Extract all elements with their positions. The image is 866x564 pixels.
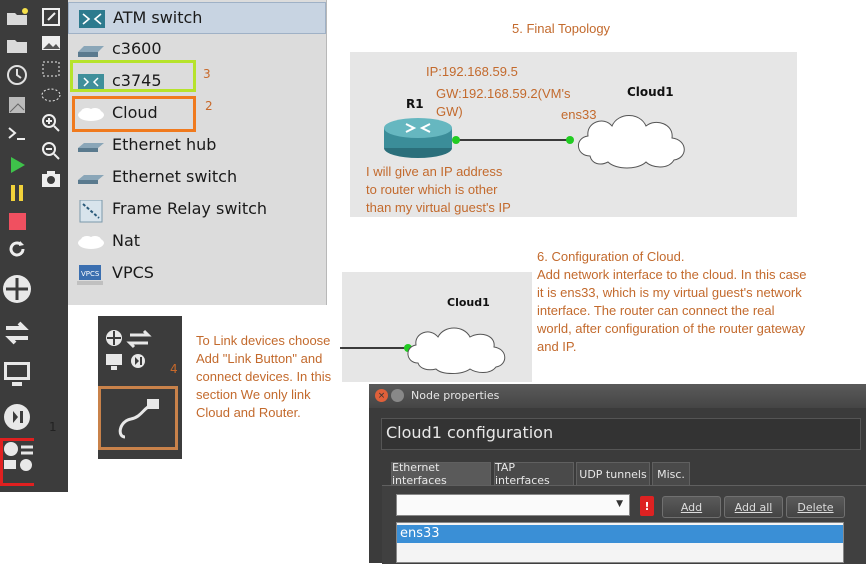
step-4-label: 4 xyxy=(170,362,178,376)
router-gw-label: GW:192.168.59.2(VM's GW) xyxy=(436,86,571,119)
link-tool-panel: 4 xyxy=(98,316,182,459)
add-all-button[interactable]: Add all xyxy=(724,496,783,518)
draw-ellipse-icon[interactable] xyxy=(38,82,64,108)
device-item-ethernet-hub[interactable]: Ethernet hub xyxy=(68,130,326,162)
device-item-ethernet-switch[interactable]: Ethernet switch xyxy=(68,162,326,194)
cloud-name: Cloud1 xyxy=(627,85,674,99)
ethernet-switch-icon xyxy=(76,168,106,188)
device-label: ATM switch xyxy=(113,8,203,27)
router-icon xyxy=(76,72,106,92)
device-item-vpcs[interactable]: VPCS VPCS xyxy=(68,258,326,290)
clock-icon[interactable] xyxy=(4,62,30,88)
cloud-icon xyxy=(578,115,685,169)
end-devices-icon[interactable] xyxy=(2,360,32,386)
console-icon[interactable] xyxy=(4,120,30,146)
router-ip-label: IP:192.168.59.5 xyxy=(426,64,518,79)
interface-list: ens33 xyxy=(396,522,844,563)
cloud-icon xyxy=(76,104,106,124)
c3745-highlight xyxy=(70,60,196,92)
dialog-titlebar: × Node properties xyxy=(369,384,866,408)
atm-switch-icon xyxy=(77,9,107,29)
config-heading: Cloud1 configuration xyxy=(386,423,554,442)
device-label: Cloud xyxy=(112,103,158,122)
tab-tap-interfaces[interactable]: TAP interfaces xyxy=(494,461,574,487)
interface-select[interactable]: ▼ xyxy=(396,494,630,516)
final-topology-title: 5. Final Topology xyxy=(512,21,611,36)
edit-note-icon[interactable] xyxy=(38,4,64,30)
delete-button[interactable]: Delete xyxy=(786,496,845,518)
tab-misc[interactable]: Misc. xyxy=(652,462,690,486)
device-list-panel: ATM switch c3600 c3745 Cloud Ethernet hu… xyxy=(68,0,327,305)
security-devices-icon[interactable] xyxy=(2,404,32,430)
device-label: c3745 xyxy=(112,71,162,90)
router-icon xyxy=(76,40,106,60)
add-link-button[interactable] xyxy=(98,386,178,450)
device-item-atm-switch[interactable]: ATM switch xyxy=(68,2,326,34)
preview-cloud-name: Cloud1 xyxy=(447,296,490,309)
all-devices-icon[interactable] xyxy=(2,442,38,471)
device-category-icons xyxy=(106,329,152,370)
play-icon[interactable] xyxy=(4,152,30,178)
folder-icon[interactable] xyxy=(4,32,30,58)
warning-icon: ! xyxy=(640,496,654,516)
zoom-in-icon[interactable] xyxy=(38,110,64,136)
open-folder-icon[interactable] xyxy=(4,4,30,30)
screenshot-icon[interactable] xyxy=(4,92,30,118)
config-heading-frame: Cloud1 configuration xyxy=(381,418,861,450)
switch-devices-icon[interactable] xyxy=(2,320,32,346)
cloud-icon xyxy=(76,232,106,252)
secondary-toolbar xyxy=(34,0,68,492)
router-cloud-link xyxy=(452,136,574,144)
tab-udp-tunnels[interactable]: UDP tunnels xyxy=(576,462,650,486)
device-item-c3745[interactable]: c3745 xyxy=(68,66,326,98)
left-toolbar xyxy=(0,0,50,492)
add-link-icon xyxy=(118,399,159,439)
close-icon[interactable]: × xyxy=(375,389,388,402)
insert-picture-icon[interactable] xyxy=(38,30,64,56)
dialog-title: Node properties xyxy=(411,389,500,402)
device-item-frame-relay-switch[interactable]: Frame Relay switch xyxy=(68,194,326,226)
step-3-label: 3 xyxy=(203,67,211,81)
cloud-interface-label: ens33 xyxy=(561,107,597,122)
chevron-down-icon: ▼ xyxy=(616,499,623,509)
device-label: Nat xyxy=(112,231,141,250)
router-ip-note: I will give an IP address to router whic… xyxy=(366,164,511,215)
frame-relay-icon xyxy=(76,199,106,223)
step-1-label: 1 xyxy=(49,420,57,434)
interface-list-item[interactable]: ens33 xyxy=(397,525,843,543)
interface-name: ens33 xyxy=(400,526,440,541)
device-item-cloud[interactable]: Cloud xyxy=(68,98,326,130)
zoom-out-icon[interactable] xyxy=(38,138,64,164)
device-label: Ethernet hub xyxy=(112,135,217,154)
device-item-c3600[interactable]: c3600 xyxy=(68,34,326,66)
cloud-configuration-note: 6. Configuration of Cloud. Add network i… xyxy=(537,249,807,354)
tab-ethernet-interfaces[interactable]: Ethernet interfaces xyxy=(391,461,491,487)
ethernet-hub-icon xyxy=(76,136,106,156)
device-item-nat[interactable]: Nat xyxy=(68,226,326,258)
minimize-icon[interactable] xyxy=(391,389,404,402)
step-2-label: 2 xyxy=(205,99,213,113)
final-topology-canvas: IP:192.168.59.5 GW:192.168.59.2(VM's GW)… xyxy=(350,52,797,217)
cloud-highlight xyxy=(72,96,196,132)
camera-icon[interactable] xyxy=(38,166,64,192)
reload-icon[interactable] xyxy=(4,236,30,262)
device-label: Frame Relay switch xyxy=(112,199,268,218)
stop-icon[interactable] xyxy=(4,208,30,234)
draw-rectangle-icon[interactable] xyxy=(38,56,64,82)
preview-link xyxy=(340,327,506,374)
router-name: R1 xyxy=(406,97,424,111)
router-icon xyxy=(384,118,452,158)
svg-text:VPCS: VPCS xyxy=(81,270,100,278)
vpcs-icon: VPCS xyxy=(76,264,106,285)
router-devices-icon[interactable] xyxy=(2,275,32,303)
pause-icon[interactable] xyxy=(4,180,30,206)
device-label: Ethernet switch xyxy=(112,167,238,186)
add-button[interactable]: Add xyxy=(662,496,721,518)
device-label: c3600 xyxy=(112,39,162,58)
device-label: VPCS xyxy=(112,263,154,282)
link-instructions-note: To Link devices choose Add "Link Button"… xyxy=(196,333,332,420)
